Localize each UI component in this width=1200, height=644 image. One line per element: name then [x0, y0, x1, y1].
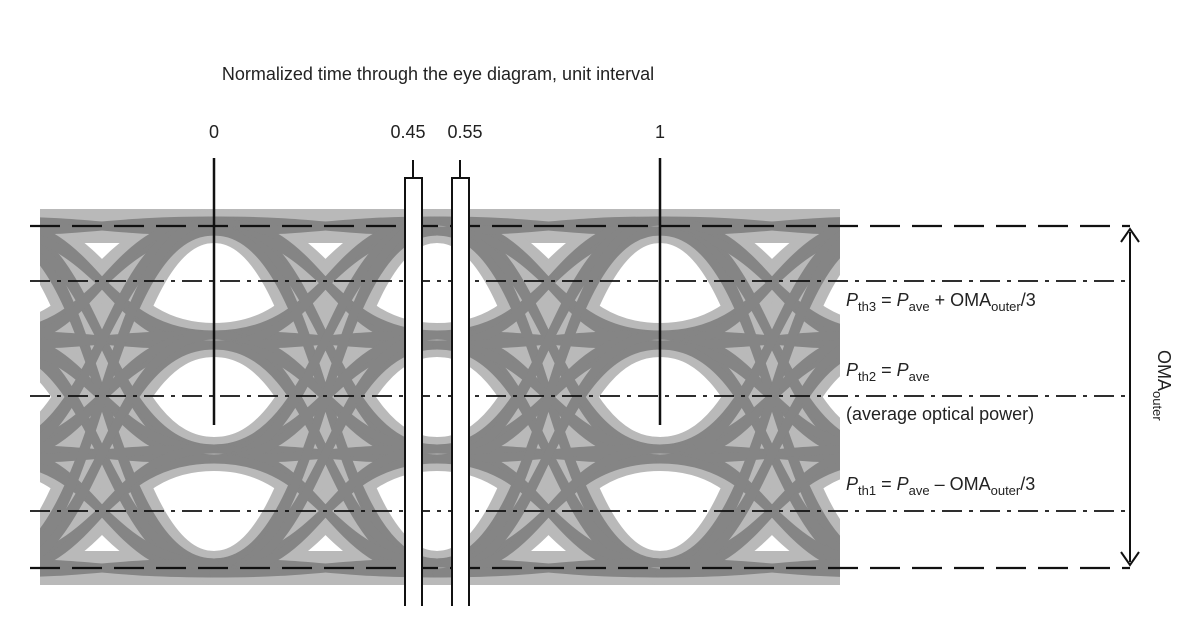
eye-trace: [432, 216, 665, 578]
eye-traces: [40, 208, 840, 586]
oma-outer-label: OMAouter: [1150, 350, 1174, 421]
sampling-window-045: [404, 177, 423, 606]
time-tick-055: 0.55: [447, 122, 482, 142]
eye-trace: [655, 224, 840, 350]
oma-arrow-head-bottom: [1120, 551, 1140, 567]
eye-trace: [432, 330, 665, 578]
pth2-note: (average optical power): [846, 404, 1034, 424]
eye-trace: [655, 344, 840, 578]
eye-trace: [655, 236, 840, 578]
eye-trace: [655, 230, 840, 464]
oma-arrow-head-top: [1120, 227, 1140, 243]
eye-trace: [40, 444, 219, 568]
time-tick-0: 0: [209, 122, 219, 142]
pth2-label: Pth2 = Pave: [846, 360, 930, 384]
eye-trace: [40, 330, 219, 559]
pth3-label: Pth3 = Pave + OMAouter/3: [846, 290, 1036, 314]
eye-trace: [209, 330, 442, 578]
time-tick-1: 1: [655, 122, 665, 142]
eye-trace: [40, 216, 219, 552]
pth1-label: Pth1 = Pave – OMAouter/3: [846, 474, 1035, 498]
time-tick-045: 0.45: [390, 122, 425, 142]
sampling-window-055: [451, 177, 470, 606]
eye-trace: [209, 216, 442, 578]
diagram-title: Normalized time through the eye diagram,…: [222, 64, 654, 84]
